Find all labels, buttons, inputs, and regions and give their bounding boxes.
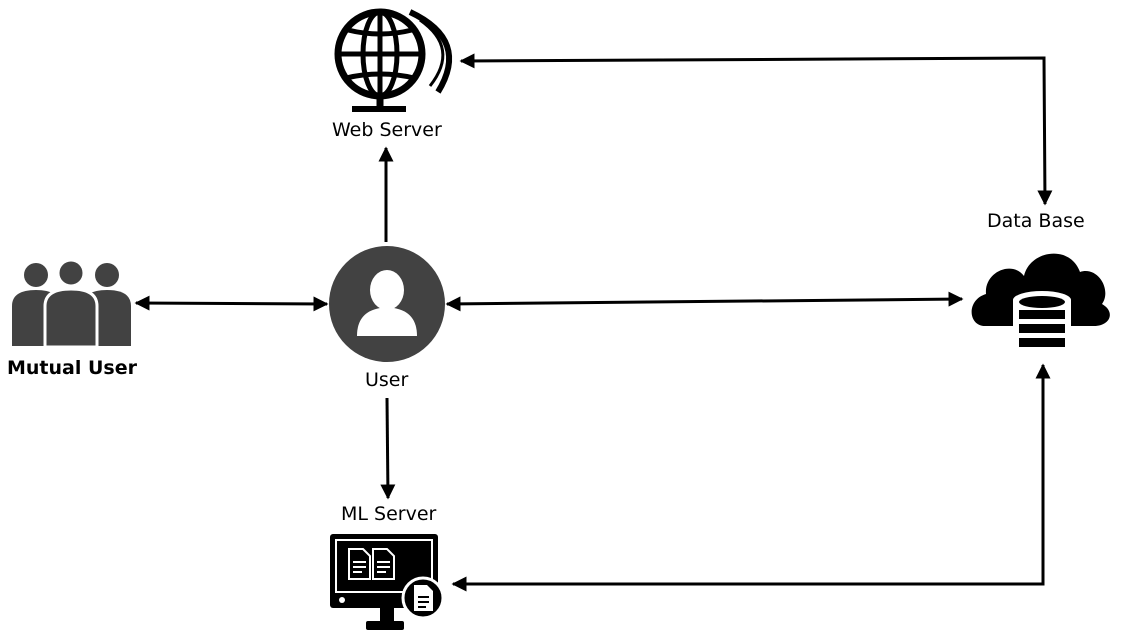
globe-icon — [334, 8, 453, 112]
edge-data-base-ml-server — [451, 363, 1051, 592]
ml-server-label: ML Server — [341, 503, 437, 525]
user-group-icon — [12, 258, 131, 349]
user-avatar-icon — [329, 246, 445, 362]
monitor-documents-icon — [330, 534, 445, 630]
person-center-icon — [43, 258, 99, 349]
edge-mutual-user-user — [134, 295, 329, 312]
database-icon — [1013, 291, 1071, 361]
connectors — [134, 53, 1053, 592]
document-icon — [372, 548, 395, 580]
edge-user-ml-server — [380, 397, 396, 500]
edge-user-data-base — [445, 291, 964, 312]
user-label: User — [365, 369, 409, 391]
mutual-user-label: Mutual User — [7, 357, 137, 379]
document-icon — [348, 548, 371, 580]
web-server-label: Web Server — [332, 119, 442, 141]
data-base-label: Data Base — [987, 210, 1085, 232]
cloud-database-icon — [971, 253, 1110, 361]
edge-web-server-data-base — [459, 53, 1053, 206]
document-badge-icon — [401, 576, 445, 620]
